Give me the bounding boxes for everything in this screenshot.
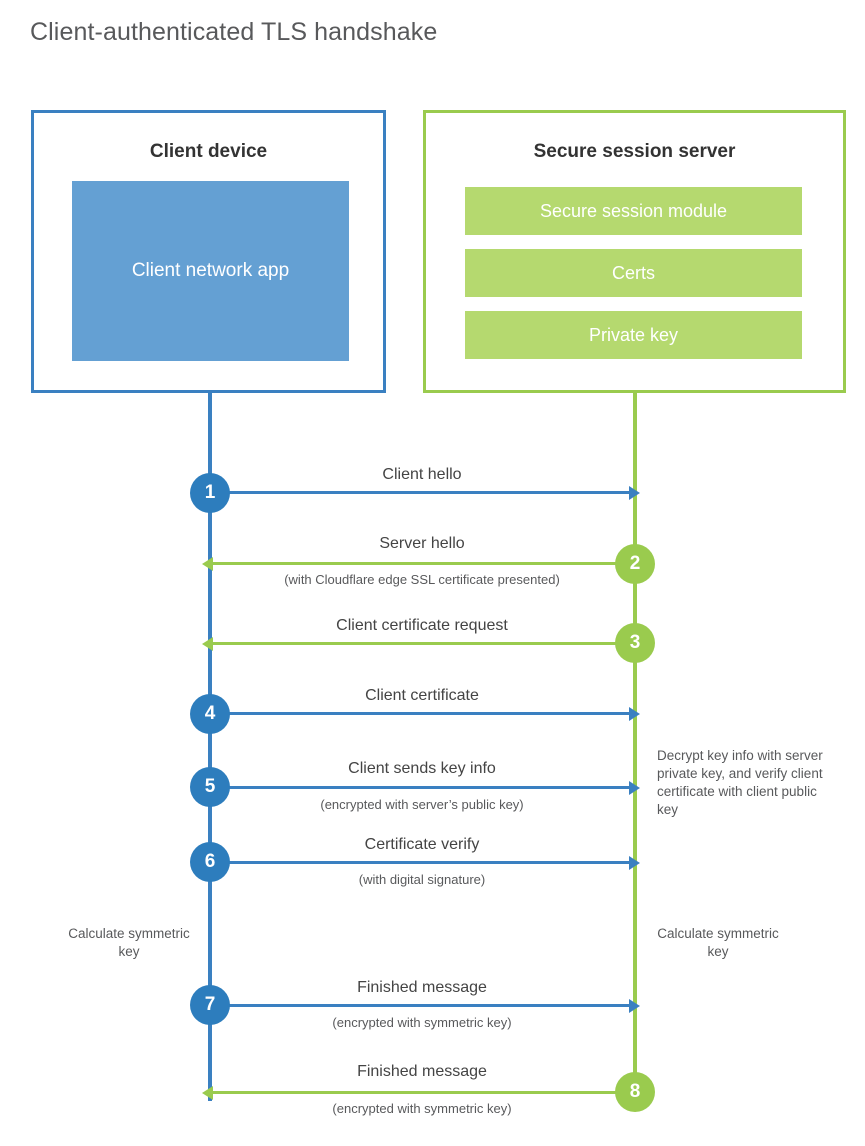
step-2-arrow — [202, 556, 635, 571]
client-network-app-box: Client network app — [72, 181, 349, 361]
step-5-arrow — [210, 780, 640, 795]
step-3-arrow — [202, 636, 635, 651]
step-6-label: Certificate verify — [364, 836, 480, 853]
server-component-certs: Certs — [465, 249, 802, 297]
server-component-private-key: Private key — [465, 311, 802, 359]
arrowhead-right-icon — [629, 706, 640, 721]
step-marker-6: 6 — [190, 842, 230, 882]
step-marker-8: 8 — [615, 1072, 655, 1112]
step-marker-5: 5 — [190, 767, 230, 807]
step-6-arrow — [210, 855, 640, 870]
step-marker-4: 4 — [190, 694, 230, 734]
step-2-sublabel: (with Cloudflare edge SSL certificate pr… — [284, 572, 560, 587]
arrowhead-right-icon — [629, 855, 640, 870]
step-2-label: Server hello — [379, 535, 465, 552]
step-7-arrow — [210, 998, 640, 1013]
client-lifeline — [208, 393, 212, 1101]
arrowhead-right-icon — [629, 485, 640, 500]
step-7-label: Finished message — [357, 979, 487, 996]
secure-session-server-title: Secure session server — [533, 141, 736, 162]
step-1-arrow — [210, 485, 640, 500]
step-marker-1: 1 — [190, 473, 230, 513]
server-lifeline — [633, 393, 637, 1093]
step-8-label: Finished message — [357, 1063, 487, 1080]
step-5-sublabel: (encrypted with server’s public key) — [320, 797, 524, 812]
step-3-label: Client certificate request — [336, 617, 508, 634]
arrowhead-right-icon — [629, 780, 640, 795]
step-6-sublabel: (with digital signature) — [358, 872, 486, 887]
step-7-sublabel: (encrypted with symmetric key) — [332, 1015, 512, 1030]
client-network-app-label: Client network app — [131, 260, 290, 281]
step-4-label: Client certificate — [365, 687, 479, 704]
client-calculate-symmetric-key-note: Calculate symmetric key — [68, 926, 190, 959]
client-device-panel: Client device Client network app — [31, 110, 386, 393]
client-device-title: Client device — [149, 141, 268, 162]
step-4-arrow — [210, 706, 640, 721]
arrowhead-left-icon — [202, 556, 213, 571]
arrowhead-right-icon — [629, 998, 640, 1013]
server-calculate-symmetric-key-note: Calculate symmetric key — [657, 926, 779, 959]
step-5-label: Client sends key info — [348, 760, 496, 777]
step-1-label: Client hello — [382, 466, 462, 483]
step-8-sublabel: (encrypted with symmetric key) — [332, 1101, 512, 1116]
server-component-secure-session-module: Secure session module — [465, 187, 802, 235]
secure-session-server-panel: Secure session server Secure session mod… — [423, 110, 846, 393]
step-marker-2: 2 — [615, 544, 655, 584]
step-8-arrow — [202, 1085, 635, 1100]
server-decrypt-note: Decrypt key info with server private key… — [657, 748, 823, 817]
step-marker-3: 3 — [615, 623, 655, 663]
step-marker-7: 7 — [190, 985, 230, 1025]
page-title: Client-authenticated TLS handshake — [30, 18, 438, 46]
arrowhead-left-icon — [202, 636, 213, 651]
arrowhead-left-icon — [202, 1085, 213, 1100]
